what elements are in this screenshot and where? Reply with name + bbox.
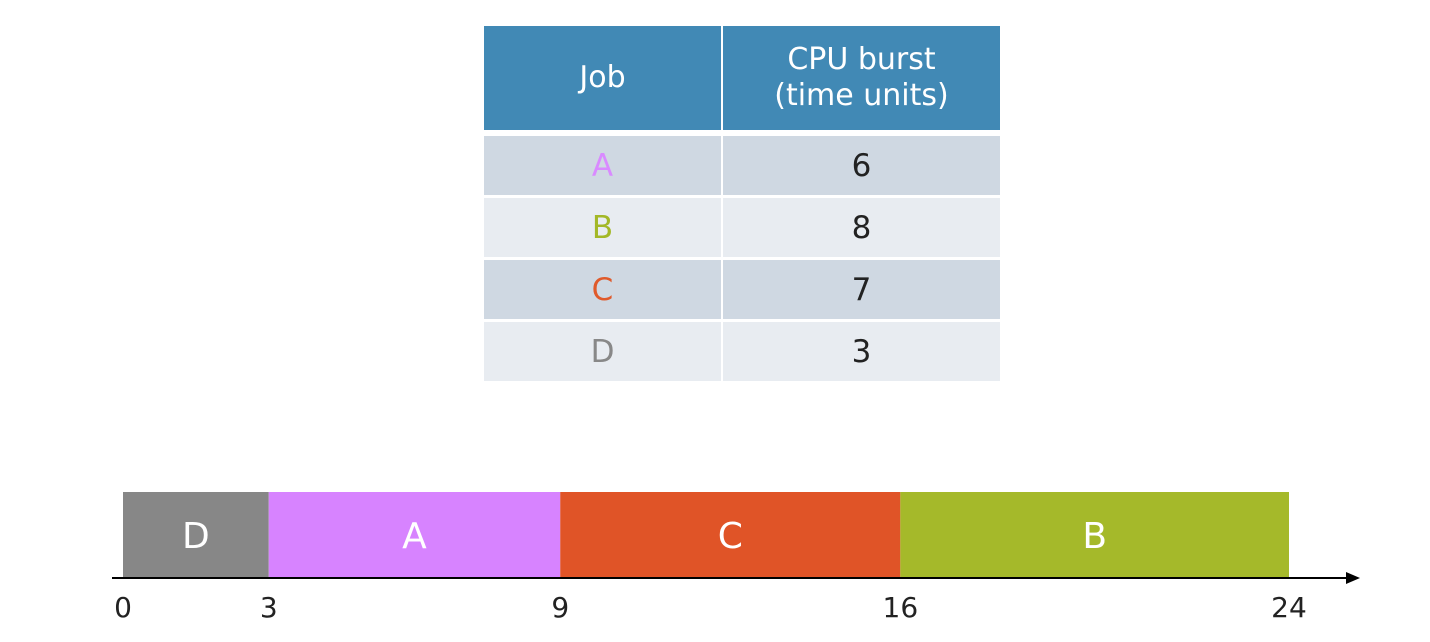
gantt-tick-label: 24 — [1271, 591, 1307, 624]
gantt-bar-c — [560, 492, 901, 578]
job-cell: B — [484, 196, 723, 260]
job-cell: A — [484, 133, 723, 198]
header-cpu-burst-line2: (time units) — [774, 78, 949, 113]
job-cell: C — [484, 258, 723, 322]
gantt-bar-a — [268, 492, 561, 578]
gantt-tick-label: 3 — [260, 591, 278, 624]
table-row: D 3 — [484, 320, 1000, 384]
header-cpu-burst-line1: CPU burst — [787, 42, 936, 77]
table-row: C 7 — [484, 258, 1000, 322]
gantt-bar-label: A — [402, 516, 427, 557]
gantt-bar-label: B — [1082, 516, 1107, 557]
burst-cell: 3 — [722, 320, 1000, 384]
header-job: Job — [484, 26, 723, 136]
gantt-bar-label: C — [718, 516, 743, 557]
gantt-bar-d — [123, 492, 269, 578]
burst-cell: 6 — [722, 133, 1000, 198]
table-row: A 6 — [484, 133, 1000, 198]
table-header-row: Job CPU burst (time units) — [484, 26, 1000, 136]
gantt-tick-label: 9 — [551, 591, 569, 624]
time-axis-arrow-icon — [1346, 572, 1360, 584]
header-cpu-burst: CPU burst (time units) — [722, 26, 1000, 136]
job-cell: D — [484, 320, 723, 384]
job-burst-table: Job CPU burst (time units) A 6 B 8 C 7 D… — [484, 26, 1000, 384]
gantt-tick-labels: 0 3 9 16 24 — [114, 591, 1307, 624]
table-row: B 8 — [484, 196, 1000, 260]
burst-cell: 8 — [722, 196, 1000, 260]
burst-cell: 7 — [722, 258, 1000, 322]
gantt-bar-label: D — [182, 516, 210, 557]
gantt-tick-label: 16 — [883, 591, 919, 624]
gantt-bar-b — [900, 492, 1289, 578]
gantt-tick-label: 0 — [114, 591, 132, 624]
